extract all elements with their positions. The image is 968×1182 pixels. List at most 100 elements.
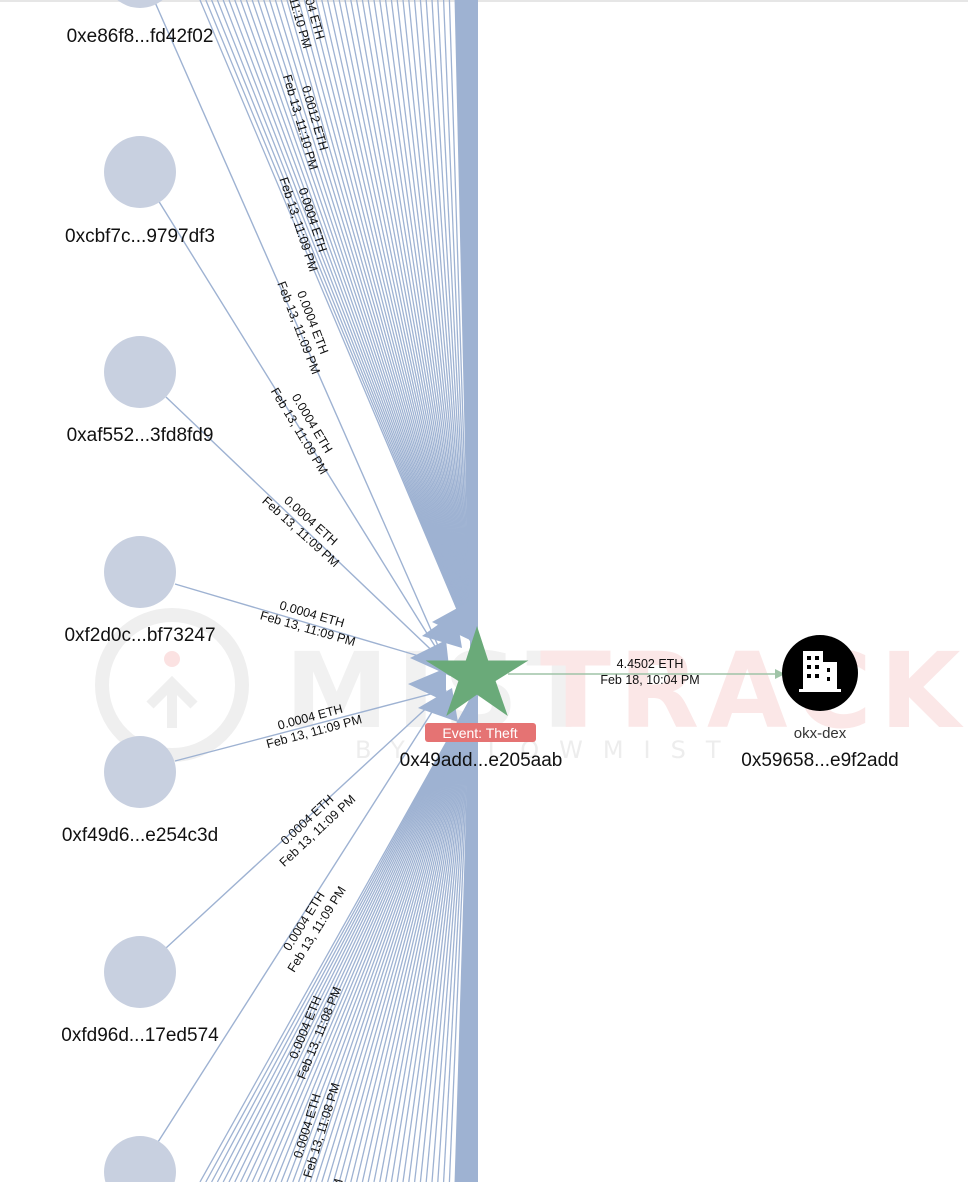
inflow-edge[interactable]: [297, 0, 471, 641]
inflow-edge[interactable]: [205, 699, 471, 1182]
inflow-edge[interactable]: [274, 699, 471, 1182]
inflow-edge[interactable]: [373, 699, 471, 1182]
inflow-edge[interactable]: [442, 0, 471, 641]
inflow-edge[interactable]: [286, 0, 471, 641]
inflow-edge[interactable]: [373, 0, 471, 641]
inflow-edge[interactable]: [303, 0, 471, 641]
inflow-edge[interactable]: [222, 699, 471, 1182]
sender-node-circle[interactable]: [104, 936, 176, 1008]
inflow-edge[interactable]: [239, 0, 471, 641]
inflow-edge[interactable]: [402, 699, 471, 1182]
inflow-edge[interactable]: [245, 0, 471, 641]
inflow-edge[interactable]: [211, 699, 471, 1182]
sender-node[interactable]: 0xf2d0c...bf73247: [64, 536, 216, 646]
inflow-edge[interactable]: [240, 699, 471, 1182]
inflow-edge[interactable]: [384, 699, 471, 1182]
inflow-edge[interactable]: [379, 0, 471, 641]
inflow-edge[interactable]: [251, 699, 471, 1182]
exchange-node[interactable]: okx-dex 0x59658...e9f2add: [741, 635, 899, 771]
inflow-edge[interactable]: [268, 0, 471, 641]
inflow-edge[interactable]: [437, 699, 471, 1182]
inflow-edge[interactable]: [361, 0, 471, 641]
inflow-edge[interactable]: [286, 699, 471, 1182]
inflow-edge[interactable]: [280, 0, 471, 641]
inflow-edge[interactable]: [355, 0, 471, 641]
inflow-edge[interactable]: [222, 0, 471, 641]
sender-node-circle[interactable]: [104, 0, 176, 8]
sender-node-circle[interactable]: [104, 336, 176, 408]
inflow-edge[interactable]: [396, 699, 471, 1182]
inflow-edge[interactable]: [234, 0, 471, 641]
edge-sender-1[interactable]: [157, 199, 447, 665]
sender-node[interactable]: 0xf49d6...e254c3d: [62, 736, 218, 846]
inflow-edge[interactable]: [199, 699, 471, 1182]
inflow-edge[interactable]: [303, 699, 471, 1182]
inflow-edge[interactable]: [425, 0, 471, 641]
event-badge[interactable]: [425, 723, 536, 742]
sender-node[interactable]: 0xaf552...3fd8fd9: [67, 336, 214, 446]
inflow-edge[interactable]: [425, 699, 471, 1182]
inflow-edge[interactable]: [379, 699, 471, 1182]
inflow-edge[interactable]: [361, 699, 471, 1182]
edge-sender-5[interactable]: [165, 689, 447, 949]
sender-node[interactable]: 0xfd96d...17ed574: [61, 936, 219, 1046]
inflow-edge[interactable]: [442, 699, 471, 1182]
inflow-edge[interactable]: [390, 699, 471, 1182]
inflow-edge[interactable]: [292, 0, 471, 641]
inflow-edge[interactable]: [315, 699, 471, 1182]
inflow-edge[interactable]: [268, 699, 471, 1182]
inflow-edge[interactable]: [199, 0, 471, 641]
hub-node[interactable]: Event: Theft 0x49add...e205aab: [400, 626, 563, 771]
inflow-edge[interactable]: [408, 0, 471, 641]
inflow-edge[interactable]: [263, 0, 471, 641]
inflow-edge[interactable]: [390, 0, 471, 641]
star-icon[interactable]: [425, 626, 529, 716]
inflow-edge[interactable]: [419, 0, 471, 641]
inflow-edge[interactable]: [384, 0, 471, 641]
inflow-edge[interactable]: [413, 0, 471, 641]
inflow-edge[interactable]: [326, 0, 471, 641]
inflow-edge[interactable]: [234, 699, 471, 1182]
inflow-edge[interactable]: [274, 0, 471, 641]
inflow-edge[interactable]: [344, 699, 471, 1182]
inflow-edge[interactable]: [321, 0, 471, 641]
edge-sender-6[interactable]: [157, 689, 447, 1143]
inflow-edge[interactable]: [297, 699, 471, 1182]
inflow-edge[interactable]: [437, 0, 471, 641]
inflow-edge[interactable]: [332, 0, 471, 641]
inflow-edge[interactable]: [257, 699, 471, 1182]
edge-sender-0[interactable]: [153, 0, 447, 665]
inflow-edge[interactable]: [355, 699, 471, 1182]
inflow-edge[interactable]: [228, 699, 471, 1182]
edge-sender-4[interactable]: [174, 689, 447, 762]
inflow-edge[interactable]: [216, 0, 471, 641]
inflow-edge[interactable]: [350, 0, 471, 641]
inflow-edge[interactable]: [228, 0, 471, 641]
inflow-edge[interactable]: [280, 699, 471, 1182]
inflow-edge[interactable]: [309, 699, 471, 1182]
sender-node-circle[interactable]: [104, 136, 176, 208]
inflow-edge[interactable]: [448, 0, 471, 641]
inflow-edge[interactable]: [448, 699, 471, 1182]
inflow-edge[interactable]: [263, 699, 471, 1182]
inflow-edge[interactable]: [338, 0, 471, 641]
edge-sender-2[interactable]: [165, 396, 447, 665]
inflow-edge[interactable]: [402, 0, 471, 641]
inflow-edge[interactable]: [408, 699, 471, 1182]
inflow-edge[interactable]: [210, 0, 471, 641]
inflow-edge[interactable]: [367, 0, 471, 641]
inflow-edge[interactable]: [431, 0, 471, 641]
inflow-edge[interactable]: [396, 0, 471, 641]
inflow-edge[interactable]: [367, 699, 471, 1182]
inflow-edge[interactable]: [321, 699, 471, 1182]
inflow-edge[interactable]: [251, 0, 471, 641]
inflow-edge[interactable]: [419, 699, 471, 1182]
inflow-edge[interactable]: [326, 699, 471, 1182]
edge-sender-3[interactable]: [174, 583, 447, 665]
inflow-edge[interactable]: [257, 0, 471, 641]
inflow-edge[interactable]: [338, 699, 471, 1182]
inflow-edge[interactable]: [344, 0, 471, 641]
inflow-edge[interactable]: [413, 699, 471, 1182]
sender-node-circle[interactable]: [104, 536, 176, 608]
